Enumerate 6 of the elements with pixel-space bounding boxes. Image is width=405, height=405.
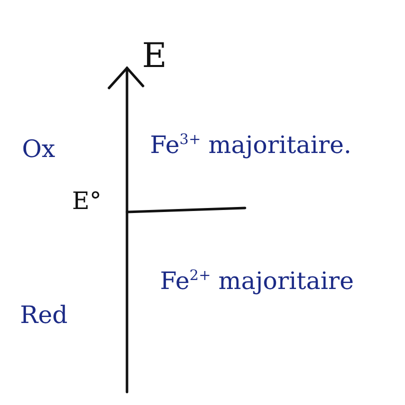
reductant-label: Red	[20, 302, 68, 328]
species-label: Fe$^{3+}$ majoritaire.	[150, 132, 352, 158]
species-label: Fe$^{2+}$ majoritaire	[160, 268, 354, 294]
axis-label: E	[142, 38, 167, 76]
potential-label: E°	[72, 188, 102, 214]
oxidant-label: Ox	[22, 136, 56, 162]
